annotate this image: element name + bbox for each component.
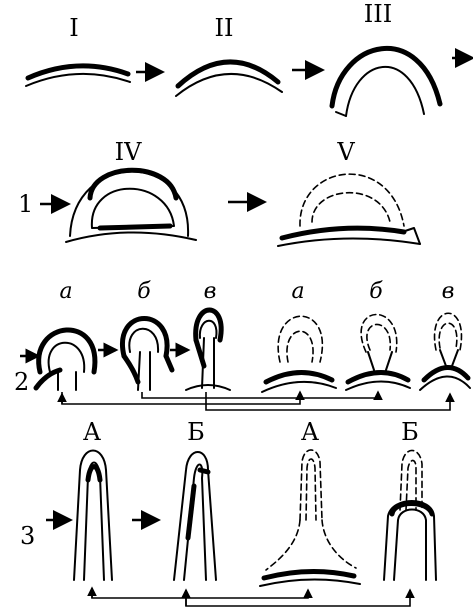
row-1: I II III IV 1: [18, 0, 470, 246]
row2-stage-a-solid: а: [36, 279, 95, 390]
row2-label-v1: в: [204, 279, 217, 304]
row3-stage-A-dashed: А: [260, 418, 360, 586]
row-number-2: 2: [14, 368, 29, 396]
row3-label-A1: А: [83, 418, 101, 446]
row3-stage-A-solid: А: [74, 418, 112, 580]
stage-label-II: II: [215, 14, 234, 42]
row2-label-a2: а: [291, 279, 304, 304]
row3-label-B2: Б: [401, 418, 419, 446]
stage-label-IV: IV: [115, 138, 142, 166]
row3-label-A2: А: [301, 418, 319, 446]
row2-stage-b-solid: б: [122, 279, 172, 390]
stage-label-I: I: [69, 14, 78, 42]
row2-label-b2: б: [369, 279, 383, 304]
row-3: 3 А Б А Б: [20, 418, 436, 606]
row-number-1: 1: [18, 190, 33, 218]
stage-IV: IV 1: [18, 138, 196, 242]
row-number-3: 3: [20, 522, 35, 550]
row3-stage-B-dashed: Б: [384, 418, 436, 580]
row2-stage-v-solid: в: [186, 279, 230, 390]
row3-connectors: [92, 588, 410, 606]
row2-label-b1: б: [137, 279, 151, 304]
stage-III: III: [332, 0, 440, 116]
row2-connectors: [62, 392, 450, 410]
stage-II: II: [176, 14, 282, 96]
row2-stage-b-dashed: б: [346, 279, 410, 390]
stage-label-III: III: [364, 0, 392, 28]
row2-stage-a-dashed: а: [262, 279, 336, 392]
stage-I: I: [26, 14, 130, 86]
row-2: 2 а б в: [14, 279, 470, 410]
row2-label-a1: а: [59, 279, 72, 304]
row2-label-v2: в: [442, 279, 455, 304]
stage-label-V: V: [336, 138, 355, 166]
row3-stage-B-solid: Б: [174, 418, 216, 580]
row2-stage-v-dashed: в: [420, 279, 470, 390]
row3-label-B1: Б: [187, 418, 205, 446]
stage-V: V: [278, 138, 420, 246]
